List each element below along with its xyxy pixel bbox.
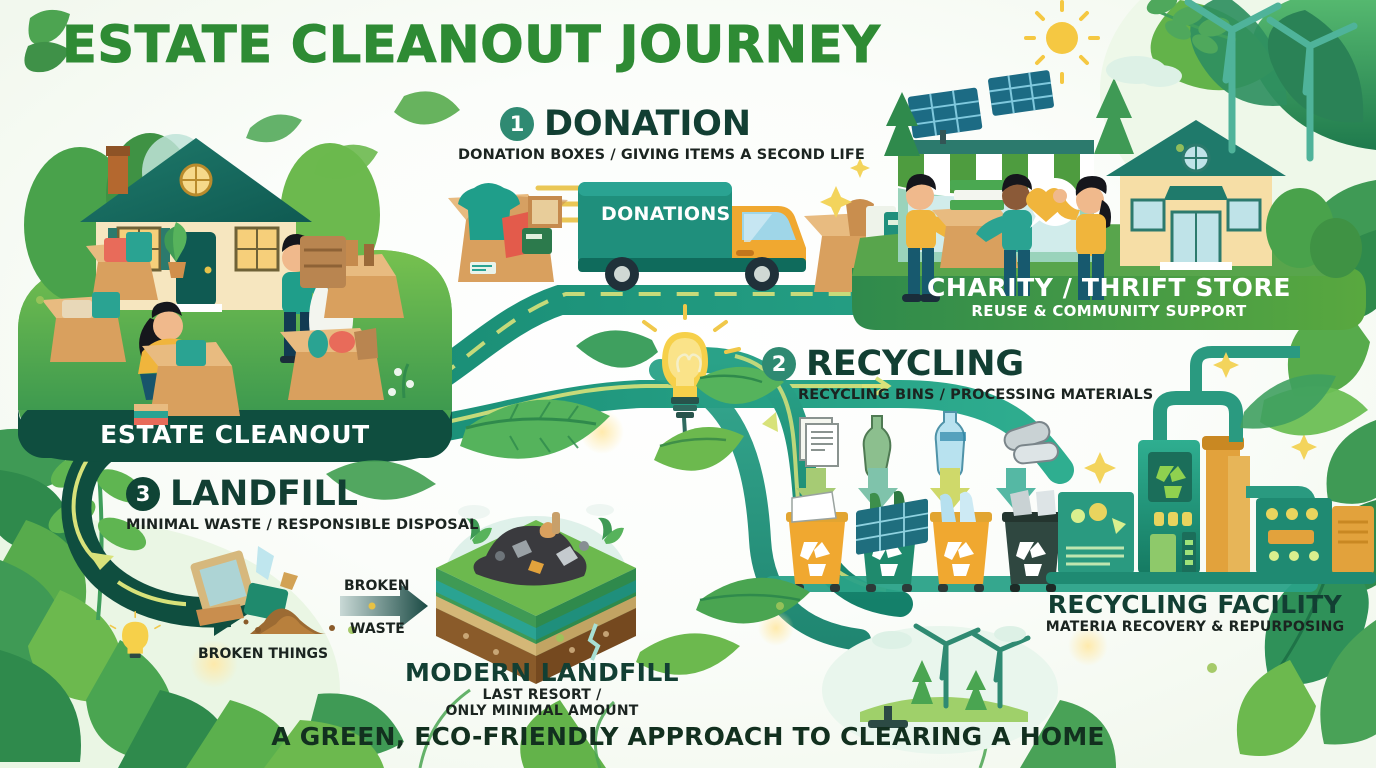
step-landfill[interactable]: 3 LANDFILL MINIMAL WASTE / RESPONSIBLE D… (126, 474, 479, 533)
step-number-badge: 3 (126, 477, 160, 511)
solar-panel-icon (856, 498, 928, 728)
step-donation-head: 1 DONATION (500, 104, 865, 144)
cardboard-boxes (42, 232, 404, 425)
step-landfill-title: LANDFILL (170, 474, 358, 514)
leaf-icon (118, 690, 292, 768)
step-landfill-head: 3 LANDFILL (126, 474, 479, 514)
sparkle-icon (1084, 352, 1317, 484)
step-number-badge: 1 (500, 107, 534, 141)
step-donation[interactable]: 1 DONATION DONATION BOXES / GIVING ITEMS… (458, 104, 865, 163)
paper-stack-icon (799, 417, 839, 467)
footer-tagline: A GREEN, ECO-FRIENDLY APPROACH TO CLEARI… (271, 722, 1105, 751)
step-recycling-subtitle: RECYCLING BINS / PROCESSING MATERIALS (798, 387, 1154, 403)
modern-landfill-title: MODERN LANDFILL (404, 658, 680, 687)
charity-store-subtitle: REUSE & COMMUNITY SUPPORT (971, 302, 1247, 320)
modern-landfill-subtitle-2: ONLY MINIMAL AMOUNT (445, 703, 639, 720)
broken-arrow-top-label: BROKEN (344, 578, 410, 594)
broken-waste-arrow (340, 584, 428, 628)
recycling-facility-illustration (1046, 346, 1376, 584)
wind-turbine-icon (1184, 0, 1358, 162)
leaf-icon (0, 429, 176, 762)
charity-store-title: CHARITY / THRIFT STORE (926, 273, 1292, 302)
broken-arrow-bottom-label: WASTE (350, 621, 405, 637)
modern-landfill-label: MODERN LANDFILL LAST RESORT / ONLY MINIM… (392, 658, 692, 719)
flow-branch-b (649, 359, 871, 651)
person-waving (1053, 176, 1111, 300)
charity-store-label: CHARITY / THRIFT STORE REUSE & COMMUNITY… (852, 273, 1366, 320)
recycle-bin (1002, 490, 1064, 592)
down-arrows (796, 468, 1036, 512)
recycle-bin (930, 491, 992, 592)
sparkle-icon (820, 158, 870, 218)
recycle-bin (786, 491, 848, 592)
step-recycling[interactable]: 2 RECYCLING RECYCLING BINS / PROCESSING … (762, 344, 1153, 403)
modern-landfill-subtitle-1: LAST RESORT / (482, 687, 602, 703)
step-donation-title: DONATION (544, 104, 751, 144)
lightbulb-icon (109, 610, 161, 658)
house-right-illustration (1106, 120, 1286, 270)
leaf-icon (24, 9, 70, 73)
page-title: ESTATE CLEANOUT JOURNEY (62, 16, 881, 76)
donation-box-left (448, 183, 568, 282)
estate-cleanout-label: ESTATE CLEANOUT (18, 420, 452, 449)
step-number-badge: 2 (762, 347, 796, 381)
solar-panel-icon (907, 70, 1054, 144)
broken-things-caption: BROKEN THINGS (198, 646, 329, 662)
leaf-icon (264, 693, 1116, 768)
modern-landfill-illustration (436, 504, 636, 684)
sun-icon (1024, 0, 1100, 84)
step-donation-subtitle: DONATION BOXES / GIVING ITEMS A SECOND L… (458, 147, 865, 163)
wind-turbine-icon (913, 623, 1031, 709)
recycling-facility-subtitle: MATERIA RECOVERY & REPURPOSING (1045, 619, 1345, 635)
person-receiver (976, 173, 1032, 296)
broken-things-illustration (190, 546, 335, 634)
step-recycling-head: 2 RECYCLING (762, 344, 1153, 384)
metal-can-icon (1003, 420, 1059, 465)
leaf-icon (1236, 559, 1376, 756)
recycling-facility-label: RECYCLING FACILITY MATERIA RECOVERY & RE… (1022, 590, 1368, 635)
recycling-facility-title: RECYCLING FACILITY (1047, 590, 1343, 619)
donation-truck (578, 182, 806, 291)
renewable-energy-vignette (822, 498, 1058, 754)
estate-cleanout-label-text: ESTATE CLEANOUT (100, 420, 370, 449)
step-landfill-subtitle: MINIMAL WASTE / RESPONSIBLE DISPOSAL (126, 517, 479, 533)
truck-sign-text: DONATIONS (601, 203, 731, 225)
step-recycling-title: RECYCLING (806, 344, 1024, 384)
